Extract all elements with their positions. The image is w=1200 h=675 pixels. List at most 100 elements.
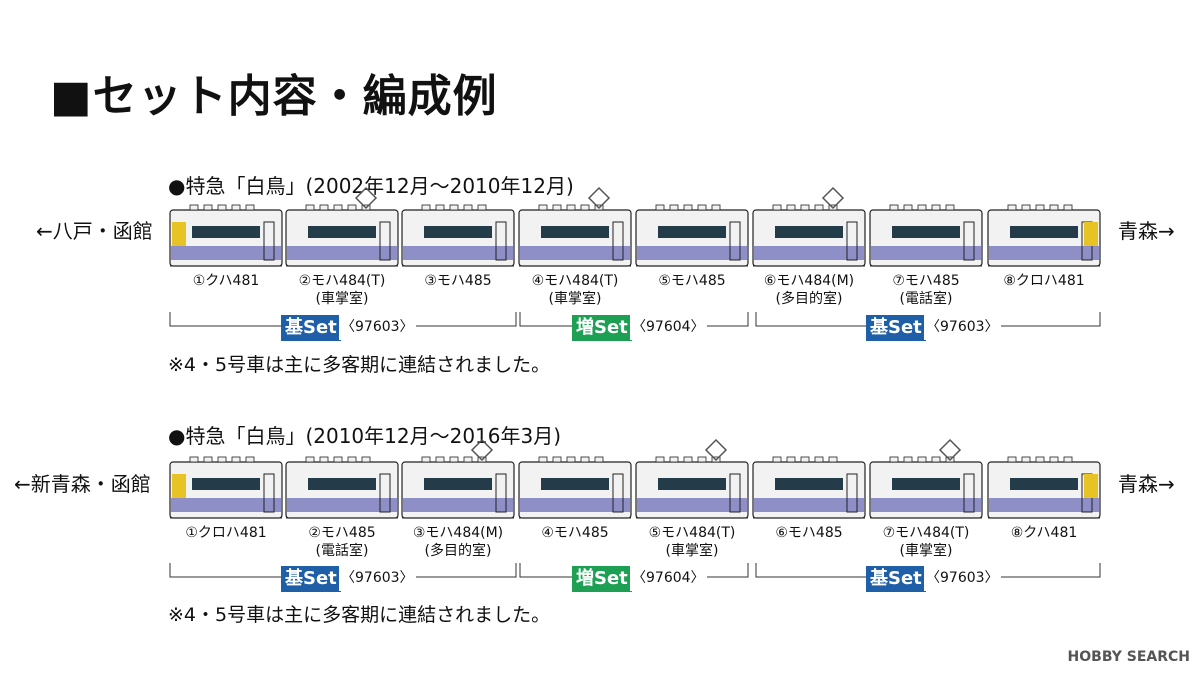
car-7	[869, 438, 983, 519]
roof-vent	[463, 456, 473, 463]
roof-vent	[889, 456, 899, 463]
cab-front	[1084, 474, 1098, 498]
roof-vent	[655, 456, 665, 463]
formation-1-title: ●特急「白鳥」(2002年12月〜2010年12月)	[168, 174, 574, 198]
car-3	[401, 204, 515, 267]
car-stripe	[754, 498, 864, 512]
car-stripe	[520, 498, 630, 512]
base-set-badge: 基Set	[866, 566, 926, 592]
roof-vent	[217, 456, 227, 463]
car-door	[379, 473, 391, 513]
car-name: ⑦モハ485	[892, 273, 960, 289]
roof-vent	[828, 456, 838, 463]
roof-vent	[931, 204, 941, 211]
car-door	[263, 473, 275, 513]
car-door	[612, 473, 624, 513]
car-stripe	[637, 246, 747, 260]
add-set-badge: 増Set	[572, 315, 632, 341]
roof-vent	[903, 204, 913, 211]
roof-vent	[231, 204, 241, 211]
roof-vent	[1035, 204, 1045, 211]
car-door	[495, 473, 507, 513]
base-set-badge: 基Set	[281, 566, 341, 592]
car-door	[729, 221, 741, 261]
car-5	[635, 204, 749, 267]
pantograph-icon	[704, 438, 728, 462]
car-door	[729, 473, 741, 513]
roof-vent	[1049, 204, 1059, 211]
cab-front	[1084, 222, 1098, 246]
roof-vent	[1021, 456, 1031, 463]
car-label-4: ④モハ484(T)(車掌室)	[519, 272, 631, 308]
roof-vent	[683, 204, 693, 211]
car-door	[963, 221, 975, 261]
roof-vent	[1063, 204, 1073, 211]
car-window	[308, 226, 376, 238]
car-5	[635, 438, 749, 519]
roof-vent	[1007, 456, 1017, 463]
car-name: ⑤モハ484(T)	[648, 525, 736, 541]
car-stripe	[754, 246, 864, 260]
car-label-5: ⑤モハ484(T)(車掌室)	[636, 524, 748, 560]
car-name: ⑥モハ485	[775, 525, 843, 541]
car-stripe	[403, 498, 513, 512]
set-code: 〈97604〉	[630, 565, 707, 591]
car-label-6: ⑥モハ485	[753, 524, 865, 542]
watermark-logo: HOBBY SEARCH	[1067, 649, 1190, 665]
roof-vent	[786, 204, 796, 211]
roof-vent	[435, 456, 445, 463]
roof-vent	[772, 456, 782, 463]
car-door	[263, 221, 275, 261]
page-title: ■セット内容・編成例	[50, 71, 498, 122]
roof-vent	[697, 456, 707, 463]
car-label-7: ⑦モハ485(電話室)	[870, 272, 982, 308]
car-name: ④モハ485	[541, 525, 609, 541]
car-name: ②モハ485	[308, 525, 376, 541]
roof-vent	[814, 204, 824, 211]
car-1	[169, 456, 283, 519]
car-door	[379, 221, 391, 261]
roof-vent	[683, 456, 693, 463]
car-name: ⑧クロハ481	[1003, 273, 1085, 289]
roof-vent	[1049, 456, 1059, 463]
car-name: ⑤モハ485	[658, 273, 726, 289]
car-window	[892, 478, 960, 490]
car-window	[775, 226, 843, 238]
roof-vent	[669, 456, 679, 463]
car-stripe	[989, 246, 1099, 260]
roof-vent	[697, 204, 707, 211]
roof-vent	[245, 456, 255, 463]
roof-vent	[1063, 456, 1073, 463]
car-window	[658, 226, 726, 238]
roof-vent	[800, 456, 810, 463]
car-door	[963, 473, 975, 513]
cab-front	[172, 222, 186, 246]
car-2	[285, 456, 399, 519]
car-name: ⑦モハ484(T)	[882, 525, 970, 541]
car-window	[192, 226, 260, 238]
car-1	[169, 204, 283, 267]
car-door	[495, 221, 507, 261]
roof-vent	[580, 456, 590, 463]
car-window	[775, 478, 843, 490]
roof-vent	[669, 204, 679, 211]
car-8	[987, 204, 1101, 267]
car-label-2: ②モハ484(T)(車掌室)	[286, 272, 398, 308]
roof-vent	[217, 204, 227, 211]
pantograph-icon	[821, 186, 845, 210]
car-stripe	[287, 498, 397, 512]
roof-vent	[245, 204, 255, 211]
add-set-badge: 増Set	[572, 566, 632, 592]
roof-vent	[319, 204, 329, 211]
roof-vent	[538, 456, 548, 463]
pantograph-icon	[354, 186, 378, 210]
car-name: ③モハ485	[424, 273, 492, 289]
roof-vent	[800, 204, 810, 211]
roof-vent	[347, 456, 357, 463]
roof-vent	[552, 204, 562, 211]
car-door	[846, 221, 858, 261]
car-room: (車掌室)	[899, 543, 953, 559]
car-room: (多目的室)	[424, 543, 492, 559]
